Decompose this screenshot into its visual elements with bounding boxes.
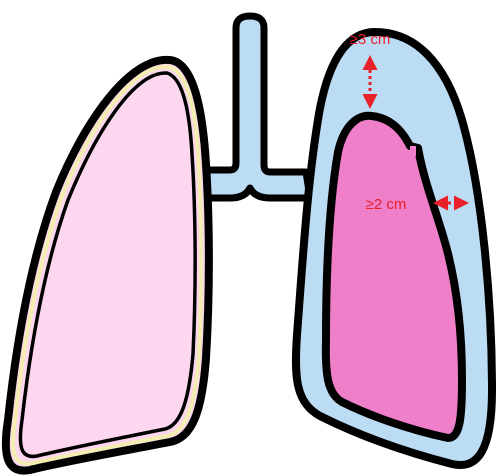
outline-gap [410, 146, 416, 156]
trachea [196, 16, 310, 198]
lateral-distance-label: ≥2 cm [366, 196, 407, 213]
apical-distance-label: ≥3 cm [350, 31, 391, 48]
